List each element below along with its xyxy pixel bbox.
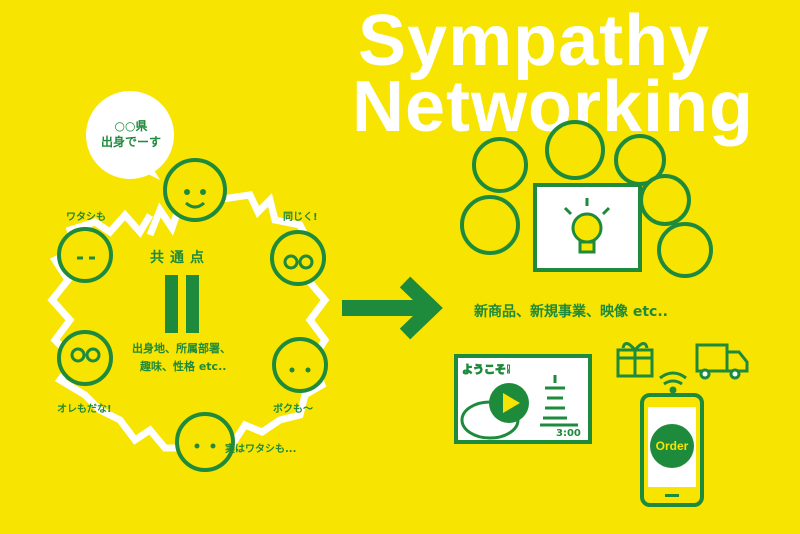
lightbulb-icon: [563, 198, 611, 254]
face-icon: [57, 330, 113, 386]
face-icon: [472, 137, 528, 193]
reaction-label: 実はワタシも...: [225, 444, 297, 455]
order-button[interactable]: Order: [655, 439, 689, 453]
equals-bar: [165, 275, 178, 333]
face-icon: [639, 174, 691, 226]
speech-bubble-text: ○○県 出身でーす: [100, 118, 162, 150]
ring-zigzag: [47, 191, 330, 452]
order-button-bg: [650, 424, 694, 468]
pagoda-icon: [540, 375, 578, 427]
common-points-list: 出身地、所属部署、 趣味、性格 etc..: [132, 340, 231, 376]
reaction-label: 同じく!: [283, 212, 318, 223]
face-icon: [175, 412, 235, 472]
equals-bar: [186, 275, 199, 333]
video-duration: 3:00: [556, 428, 581, 439]
wifi-icon: [659, 371, 687, 394]
common-points-line: 出身地、所属部署、: [132, 342, 231, 355]
arrow-right-icon: [342, 276, 443, 340]
truck-icon: [695, 343, 749, 380]
gift-icon: [616, 342, 654, 378]
face-icon: [57, 227, 113, 283]
face-icon: [545, 120, 605, 180]
common-points-line: 趣味、性格 etc..: [140, 360, 227, 373]
bubble-line-2: 出身でーす: [100, 135, 161, 149]
common-points-title: 共通点: [150, 250, 210, 266]
video-title: ようこそ!: [461, 363, 512, 377]
lightbulb-board: [533, 183, 642, 272]
face-icon: [272, 337, 328, 393]
face-icon: [657, 222, 713, 278]
reaction-label: ボクも〜: [273, 404, 313, 415]
bubble-line-1: ○○県: [114, 119, 148, 133]
face-icon: [270, 230, 326, 286]
reaction-label: ワタシも: [66, 212, 106, 223]
face-icon: [460, 195, 520, 255]
reaction-label: オレもだな!: [57, 404, 112, 415]
title-sympathy: Sympathy: [358, 1, 711, 81]
face-icon: [163, 158, 227, 222]
speech-bubble: [86, 91, 174, 179]
outcome-caption: 新商品、新規事業、映像 etc..: [474, 304, 668, 320]
